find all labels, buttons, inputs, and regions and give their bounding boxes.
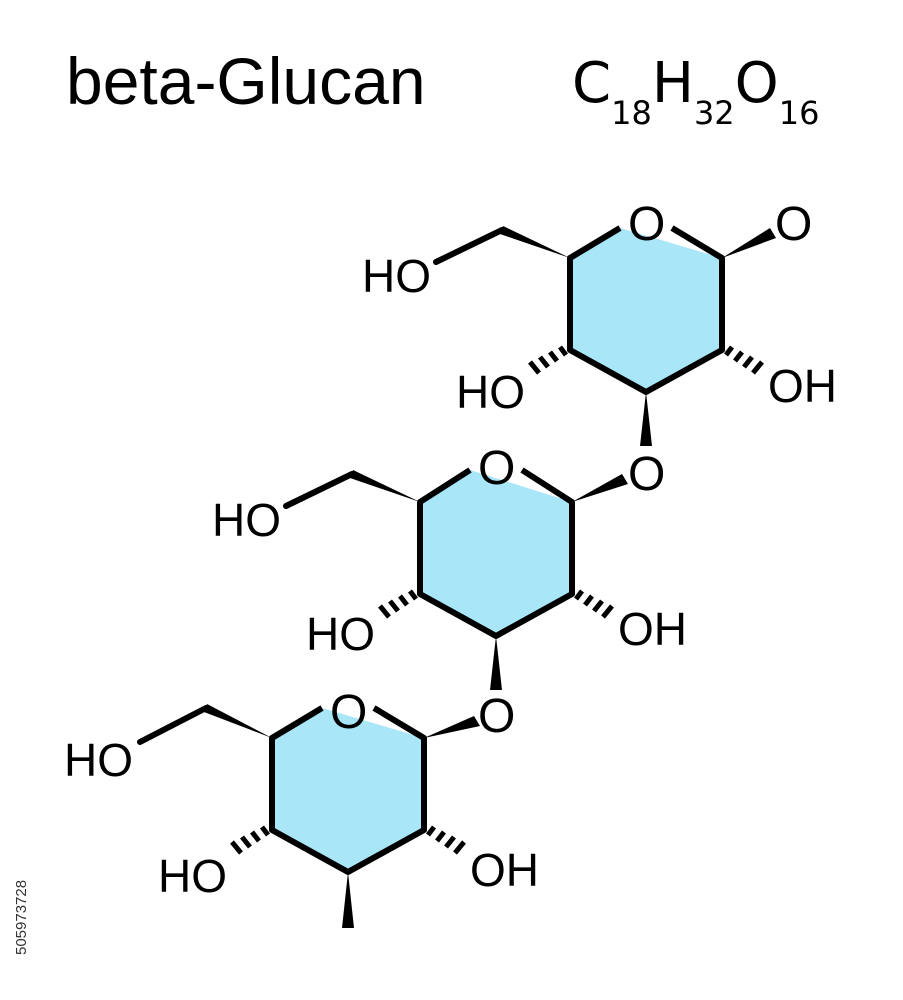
ring-3-hash-c2 [426,825,466,855]
glycosidic-oxygen-1: O [628,448,665,501]
ring-1-fill [570,228,722,392]
ring-2-hash-c2 [574,589,614,619]
ring-2-oh-c2: OH [618,603,687,655]
ring-2-ho-c6: HO [212,494,281,546]
ring-3-ho-c6: HO [64,734,133,786]
ring-3-wedge-c3 [342,872,354,928]
ring-2-wedge-c3 [490,636,502,690]
formula-carbon-count: 18 [611,94,652,132]
ring-1-oh-c2: OH [768,360,837,412]
formula-hydrogen-count: 32 [693,94,735,132]
ring-3-wedge-c5 [204,704,272,738]
ring-2-ho-c4: HO [306,608,375,660]
ring-1-hash-c2 [724,345,764,375]
ring-3-oxygen: O [330,686,367,739]
ring-2-fill [420,470,572,636]
formula-carbon: C [572,51,612,116]
ring-1-hash-c4 [528,345,568,375]
formula-hydrogen: H [651,51,694,116]
ring-3-ho-c4: HO [158,850,227,902]
ring-1-ho-c6: HO [362,250,431,302]
stock-id-text: 505973728 [13,880,30,955]
ring-3-oh-c2: OH [470,844,539,896]
ring-3-hash-c4 [230,825,270,855]
glycosidic-oxygen-2: O [478,690,515,743]
ring-1-wedge-c1 [722,228,776,258]
glucose-ring-3: O HO HO OH [64,686,539,928]
ring-1-wedge-c5 [500,226,570,258]
molecular-formula: C18H32O16 [572,56,819,130]
ring-1-wedge-c3 [640,392,652,446]
ring-3-wedge-c1 [424,716,480,738]
molecule-name-title: beta-Glucan [66,44,426,118]
ring-3-fill [272,708,424,872]
ring-2-wedge-c5 [350,470,420,502]
stock-id-watermark: 505973728 [4,760,34,960]
ring-2-wedge-c1 [572,474,628,502]
formula-oxygen-count: 16 [778,94,820,132]
ring-1-terminal-oxygen: O [775,198,812,251]
glucose-ring-2: O HO HO OH [212,442,687,690]
glucose-ring-1: O HO O HO OH [362,198,837,446]
ring-2-oxygen: O [478,442,515,495]
ring-1-oxygen: O [628,198,665,251]
ring-2-hash-c4 [378,589,418,619]
formula-oxygen: O [734,51,779,116]
ring-1-ho-c4: HO [456,366,525,418]
